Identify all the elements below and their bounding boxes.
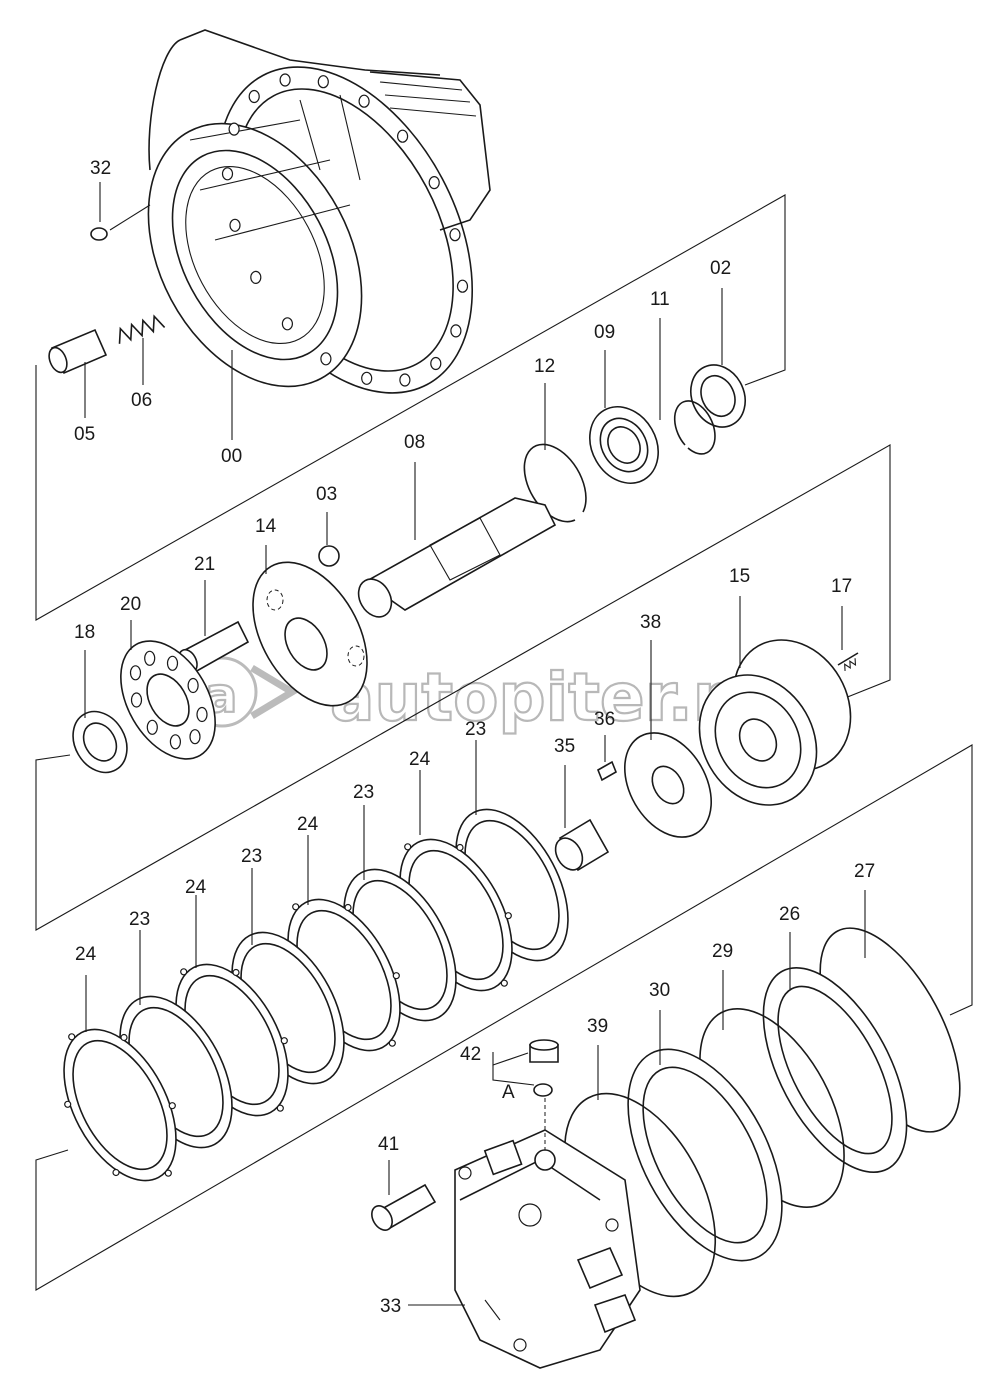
- part-30-plate: [627, 1048, 783, 1262]
- part-41-bolt: [371, 1183, 437, 1231]
- callout-21: 21: [194, 554, 215, 575]
- part-24-disc: [63, 1028, 177, 1182]
- callout-27: 27: [854, 861, 875, 882]
- group-frame-upper: [35, 194, 786, 621]
- group-frame-middle: [35, 444, 891, 931]
- part-11-snap-ring: [673, 400, 716, 455]
- callout-14: 14: [255, 516, 277, 537]
- callout-29: 29: [712, 941, 733, 962]
- part-26-brake-piston: [762, 966, 908, 1174]
- callout-24: 24: [297, 814, 319, 835]
- callout-11: 11: [650, 289, 670, 310]
- callout-A: A: [502, 1082, 515, 1103]
- callout-05: 05: [74, 424, 95, 445]
- callout-30: 30: [649, 980, 670, 1001]
- part-20-retainer-plate: [120, 640, 216, 760]
- callout-38: 38: [640, 612, 661, 633]
- part-33-valve-cover: [454, 1129, 641, 1369]
- callout-labels: 32 06 05 00 02 11 09 12 08 03 14 21 20 1…: [74, 158, 875, 1317]
- part-38-valve-plate: [623, 732, 713, 838]
- callout-32: 32: [90, 158, 111, 179]
- part-17-screw: [837, 652, 859, 671]
- disc-leader-lines: [85, 740, 477, 1032]
- callout-00: 00: [221, 446, 242, 467]
- callout-39: 39: [587, 1016, 608, 1037]
- callout-42: 42: [460, 1044, 481, 1065]
- callout-08: 08: [404, 432, 425, 453]
- callout-03: 03: [316, 484, 337, 505]
- callout-06: 06: [131, 390, 152, 411]
- part-00-hub-housing: [147, 29, 491, 394]
- callout-09: 09: [594, 322, 615, 343]
- group-frame-lower: [35, 744, 973, 1291]
- callout-20: 20: [120, 594, 141, 615]
- callout-24: 24: [75, 944, 97, 965]
- part-06-spring: [118, 314, 166, 344]
- callout-23: 23: [129, 909, 150, 930]
- callout-33: 33: [380, 1296, 401, 1317]
- leader-lines: [84, 182, 866, 1306]
- callout-18: 18: [74, 622, 95, 643]
- part-15-cylinder-block: [698, 639, 852, 806]
- part-08-shaft: [357, 497, 557, 618]
- callout-24: 24: [185, 877, 207, 898]
- callout-23: 23: [241, 846, 262, 867]
- callout-35: 35: [554, 736, 575, 757]
- part-03-ball: [318, 545, 340, 567]
- callout-24: 24: [409, 749, 431, 770]
- part-42-plug: [529, 1039, 559, 1097]
- callout-41: 41: [378, 1134, 399, 1155]
- callout-36: 36: [594, 709, 615, 730]
- part-32-o-ring: [90, 227, 108, 241]
- callout-12: 12: [534, 356, 555, 377]
- brake-disc-stack: [63, 808, 569, 1182]
- part-09-bearing: [589, 406, 659, 484]
- part-05-pin: [48, 328, 108, 375]
- callout-02: 02: [710, 258, 731, 279]
- part-36-pin: [596, 760, 618, 782]
- part-18-bushing: [72, 710, 128, 774]
- part-14-plate: [252, 561, 368, 707]
- part-35-needle-bearing: [554, 818, 610, 872]
- part-02-seal: [690, 364, 746, 428]
- callout-15: 15: [729, 566, 750, 587]
- callout-23: 23: [353, 782, 374, 803]
- callout-23: 23: [465, 719, 486, 740]
- callout-17: 17: [831, 576, 852, 597]
- callout-26: 26: [779, 904, 800, 925]
